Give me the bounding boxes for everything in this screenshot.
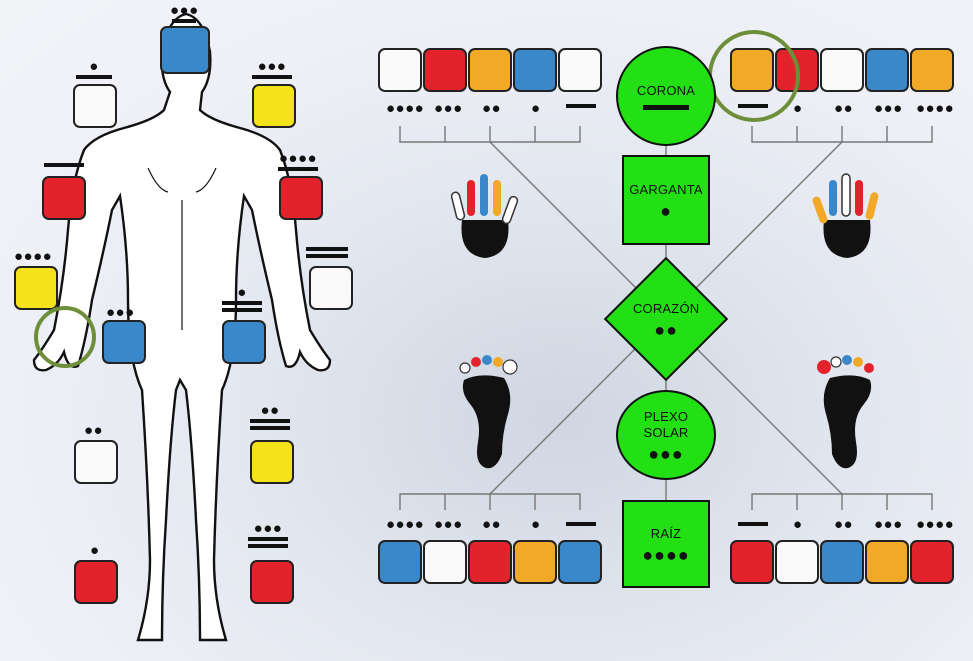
glyph-bottom-right-3 (820, 540, 864, 584)
node-corazon-label: CORAZÓN (632, 301, 700, 316)
glyph-crown-head (160, 26, 210, 74)
node-plexo-label-2: SOLAR (643, 425, 689, 440)
glyph-left-forearm (14, 266, 58, 310)
glyph-top-left-4 (513, 48, 557, 92)
highlight-circle-top-right (708, 30, 800, 122)
tick-bottom-left-1: ●●●● (386, 516, 425, 533)
glyph-bottom-left-4 (513, 540, 557, 584)
tick-top-left-5 (566, 104, 596, 108)
node-plexo-label-1: PLEXO (643, 409, 689, 424)
tick-top-left-4: ● (531, 100, 541, 117)
glyph-top-right-3 (820, 48, 864, 92)
tick-top-left-2: ●●● (434, 100, 463, 117)
number-left-foot: ● (90, 542, 100, 559)
glyph-right-foot (250, 560, 294, 604)
glyph-bottom-left-5 (558, 540, 602, 584)
tick-bottom-left-2: ●●● (434, 516, 463, 533)
number-left-hand: ●●● (106, 304, 135, 321)
node-corona-label: CORONA (636, 82, 696, 98)
glyph-right-upper-arm (279, 176, 323, 220)
number-left-forearm: ●●●● (14, 248, 53, 265)
number-left-shoulder: ● (76, 59, 112, 79)
glyph-left-upper-arm (42, 176, 86, 220)
node-garganta-number: ● (660, 201, 672, 221)
node-plexo-solar: PLEXO SOLAR ●●● (616, 390, 716, 480)
tick-top-left-1: ●●●● (386, 100, 425, 117)
number-right-shoulder: ●●● (252, 59, 292, 79)
tick-bottom-right-1 (738, 522, 768, 526)
tick-bottom-left-3: ●● (482, 516, 502, 533)
tick-top-right-3: ●● (834, 100, 854, 117)
tick-bottom-right-5: ●●●● (916, 516, 955, 533)
glyph-top-left-2 (423, 48, 467, 92)
tick-top-right-2: ● (793, 100, 803, 117)
number-right-upper-arm: ●●●● (278, 151, 318, 171)
glyph-left-shoulder (73, 84, 117, 128)
glyph-right-forearm (309, 266, 353, 310)
tick-top-right-5: ●●●● (916, 100, 955, 117)
tick-top-right-4: ●●● (874, 100, 903, 117)
node-raiz-label: RAÍZ (650, 526, 682, 541)
glyph-left-hand (102, 320, 146, 364)
node-raiz: RAÍZ ●●●● (622, 500, 710, 588)
hand-right-icon (812, 173, 879, 258)
tick-bottom-right-2: ● (793, 516, 803, 533)
highlight-circle-left-hand (34, 306, 96, 368)
glyph-bottom-right-2 (775, 540, 819, 584)
number-right-foot: ●●● (248, 521, 288, 548)
glyph-right-knee (250, 440, 294, 484)
glyph-top-left-3 (468, 48, 512, 92)
glyph-left-foot (74, 560, 118, 604)
node-corazon-number: ●● (654, 320, 678, 340)
number-right-hand: ● (222, 285, 262, 312)
glyph-bottom-left-2 (423, 540, 467, 584)
glyph-bottom-right-1 (730, 540, 774, 584)
tick-bottom-right-4: ●●● (874, 516, 903, 533)
tick-bottom-left-4: ● (531, 516, 541, 533)
number-right-knee: ●● (250, 403, 290, 430)
node-corona: CORONA (616, 46, 716, 146)
glyph-bottom-right-5 (910, 540, 954, 584)
glyph-top-right-5 (910, 48, 954, 92)
glyph-bottom-right-4 (865, 540, 909, 584)
glyph-top-left-1 (378, 48, 422, 92)
tick-bottom-right-3: ●● (834, 516, 854, 533)
glyph-right-hand (222, 320, 266, 364)
glyph-top-right-4 (865, 48, 909, 92)
glyph-left-knee (74, 440, 118, 484)
tick-top-left-3: ●● (482, 100, 502, 117)
node-raiz-number: ●●●● (642, 545, 690, 565)
node-plexo-number: ●●● (648, 444, 684, 464)
glyph-bottom-left-1 (378, 540, 422, 584)
node-garganta: GARGANTA ● (622, 155, 710, 245)
tick-bottom-left-5 (566, 522, 596, 526)
node-garganta-label: GARGANTA (629, 182, 703, 197)
foot-left-icon (459, 355, 518, 469)
glyph-top-left-5 (558, 48, 602, 92)
glyph-bottom-left-3 (468, 540, 512, 584)
glyph-right-shoulder (252, 84, 296, 128)
number-left-knee: ●● (84, 422, 104, 439)
foot-right-icon (817, 355, 874, 469)
number-left-upper-arm (44, 160, 84, 167)
hand-left-icon (450, 174, 519, 258)
number-right-forearm (306, 244, 348, 258)
number-bar-head: ●●● (170, 3, 199, 23)
